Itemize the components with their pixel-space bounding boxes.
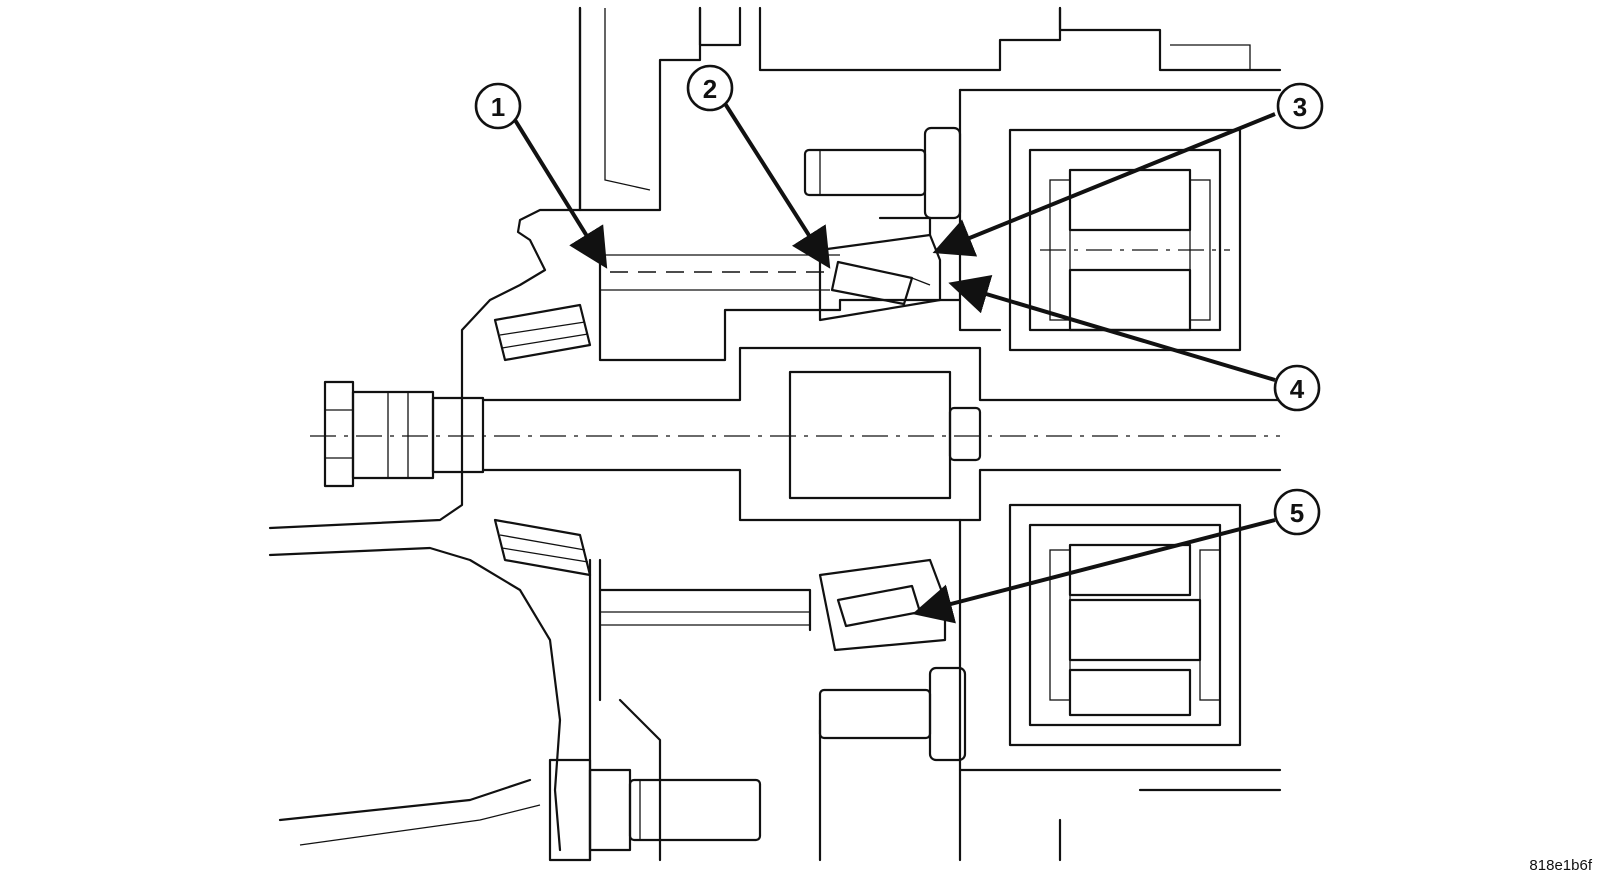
callout-2-label: 2 bbox=[703, 74, 717, 104]
upper-bolt bbox=[803, 126, 962, 220]
callout-3-label: 3 bbox=[1293, 92, 1307, 122]
leader-lines bbox=[513, 100, 1276, 624]
upper-gear bbox=[598, 253, 962, 362]
lower-bolt bbox=[818, 666, 967, 762]
leader-4 bbox=[948, 274, 1276, 382]
lower-gear bbox=[598, 558, 812, 702]
leader-5 bbox=[912, 518, 1276, 624]
output-flange-nut bbox=[323, 380, 485, 488]
callout-4: 4 bbox=[1273, 364, 1321, 412]
planetary-lower bbox=[1008, 503, 1242, 747]
leader-1 bbox=[513, 118, 608, 269]
figure-reference-code: 818e1b6f bbox=[1529, 857, 1592, 874]
left-lower-bearing bbox=[493, 518, 592, 577]
upper-tapered-bearing bbox=[818, 216, 942, 322]
callout-4-label: 4 bbox=[1290, 374, 1305, 404]
leader-2 bbox=[722, 100, 831, 269]
callout-1: 1 bbox=[474, 82, 522, 130]
left-upper-bearing bbox=[493, 303, 592, 362]
housing-outline bbox=[268, 6, 1282, 862]
callout-5: 5 bbox=[1273, 488, 1321, 536]
leader-3 bbox=[932, 112, 1276, 257]
lower-tapered-bearing bbox=[818, 558, 947, 652]
bottom-left-bolt bbox=[548, 758, 762, 862]
callout-2: 2 bbox=[686, 64, 734, 112]
callout-1-label: 1 bbox=[491, 92, 505, 122]
planetary-upper bbox=[1008, 128, 1242, 352]
callout-5-label: 5 bbox=[1290, 498, 1304, 528]
callout-3: 3 bbox=[1276, 82, 1324, 130]
main-shaft bbox=[310, 346, 1282, 522]
